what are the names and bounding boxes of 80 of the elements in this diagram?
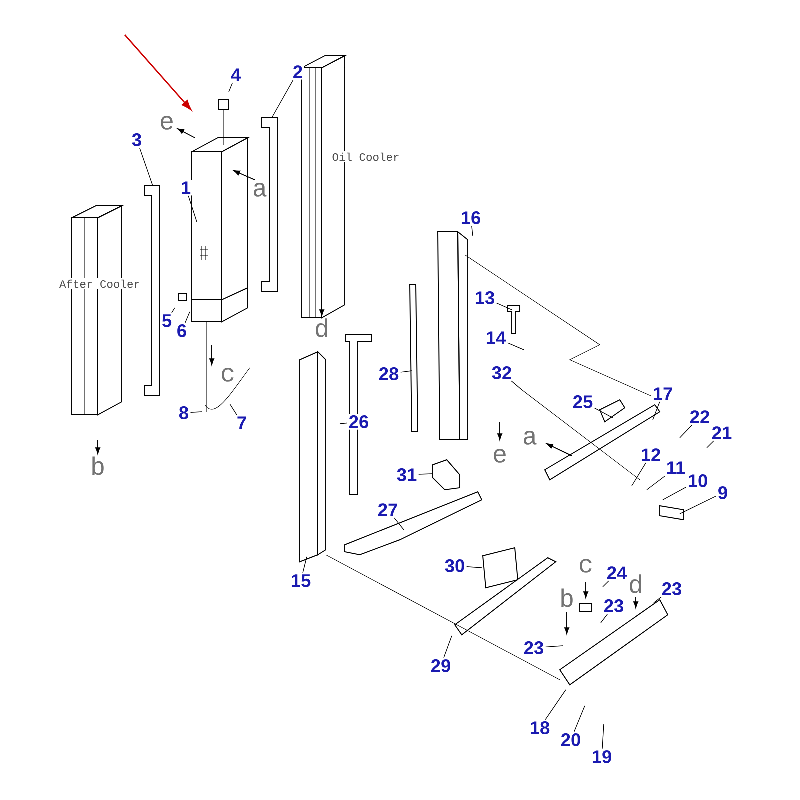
reference-letter: e bbox=[494, 449, 506, 463]
leader-line bbox=[594, 408, 614, 418]
callout-number: 7 bbox=[236, 415, 248, 431]
callout-number: 24 bbox=[605, 565, 629, 581]
leader-line bbox=[511, 380, 522, 390]
leader-line bbox=[600, 614, 608, 624]
leader-line bbox=[680, 424, 693, 438]
reference-letter: d bbox=[630, 574, 642, 594]
leader-line bbox=[654, 596, 662, 604]
callout-number: 27 bbox=[376, 502, 400, 518]
part-label: Oil Cooler bbox=[330, 151, 402, 163]
callout-number: 23 bbox=[522, 640, 546, 656]
leader-line bbox=[394, 518, 404, 530]
callout-number: 10 bbox=[686, 473, 710, 489]
callout-number: 32 bbox=[490, 365, 514, 381]
callout-number: 3 bbox=[130, 132, 144, 148]
leader-line bbox=[662, 487, 686, 500]
leader-line bbox=[632, 462, 646, 486]
leader-line bbox=[272, 80, 294, 118]
callout-number: 11 bbox=[664, 460, 688, 476]
leader-line bbox=[602, 724, 604, 750]
callout-number: 5 bbox=[160, 313, 174, 329]
leader-line bbox=[230, 404, 238, 416]
callout-number: 25 bbox=[571, 394, 595, 410]
callout-number: 23 bbox=[660, 581, 684, 597]
callout-number: 30 bbox=[443, 558, 467, 574]
reference-letter: d bbox=[316, 318, 328, 338]
callout-number: 8 bbox=[178, 405, 190, 421]
reference-letter: e bbox=[161, 116, 173, 130]
callout-number: 20 bbox=[559, 732, 583, 748]
callout-number: 31 bbox=[395, 467, 419, 483]
reference-letter: c bbox=[580, 559, 592, 573]
callout-number: 6 bbox=[176, 323, 188, 339]
reference-letter: b bbox=[562, 588, 573, 608]
leader-line bbox=[496, 302, 512, 310]
callout-number: 19 bbox=[590, 749, 614, 765]
leader-line bbox=[172, 308, 176, 314]
callout-number: 28 bbox=[377, 366, 401, 382]
leader-line bbox=[680, 496, 717, 514]
leader-line bbox=[418, 474, 432, 475]
callout-number: 4 bbox=[230, 67, 242, 83]
callout-number: 18 bbox=[528, 720, 552, 736]
callout-number: 22 bbox=[688, 409, 712, 425]
leader-line bbox=[646, 476, 666, 490]
callout-number: 9 bbox=[716, 485, 730, 501]
leader-line bbox=[302, 556, 308, 574]
leader-line bbox=[546, 646, 564, 648]
callout-number: 16 bbox=[459, 210, 483, 226]
callout-number: 12 bbox=[639, 447, 663, 463]
reference-letter: a bbox=[254, 183, 267, 197]
callout-number: 29 bbox=[429, 658, 453, 674]
leader-line bbox=[706, 440, 714, 448]
leader-line bbox=[188, 196, 198, 222]
callout-number: 21 bbox=[710, 425, 734, 441]
reference-letter: b bbox=[92, 456, 104, 476]
reference-letter: a bbox=[524, 431, 537, 445]
callout-number: 13 bbox=[473, 290, 497, 306]
callout-number: 14 bbox=[484, 330, 508, 346]
leader-line bbox=[574, 706, 586, 732]
leader-line bbox=[545, 690, 566, 720]
leader-line bbox=[400, 370, 412, 373]
reference-letter: c bbox=[222, 368, 234, 382]
leader-line bbox=[652, 402, 660, 420]
leader-line bbox=[466, 566, 482, 568]
callout-number: 2 bbox=[292, 64, 304, 80]
leader-line bbox=[602, 580, 610, 588]
leader-line bbox=[228, 82, 234, 92]
callout-number: 15 bbox=[289, 573, 313, 589]
callout-number: 17 bbox=[651, 386, 675, 402]
leader-line bbox=[190, 412, 202, 413]
leader-line bbox=[185, 312, 190, 324]
callout-number: 23 bbox=[602, 598, 626, 614]
callout-number: 26 bbox=[347, 414, 371, 430]
leader-line bbox=[340, 422, 348, 424]
leader-line bbox=[140, 148, 154, 186]
leader-line bbox=[444, 636, 452, 658]
leader-line bbox=[472, 226, 474, 236]
leader-line bbox=[508, 342, 524, 350]
part-label: After Cooler bbox=[58, 278, 142, 290]
callout-number: 1 bbox=[180, 180, 192, 196]
